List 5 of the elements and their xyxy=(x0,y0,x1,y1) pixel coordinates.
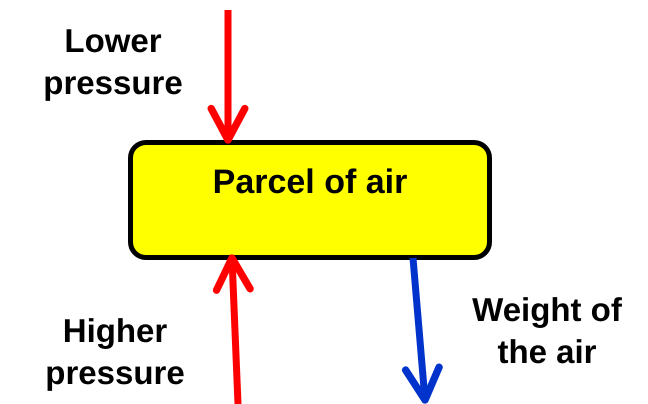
process-box xyxy=(128,140,492,260)
force-label: Higher pressure xyxy=(44,311,186,393)
force-label: Weight of the air xyxy=(471,290,623,372)
box-label: Parcel of air xyxy=(212,163,408,202)
force-label: Lower pressure xyxy=(42,21,184,103)
